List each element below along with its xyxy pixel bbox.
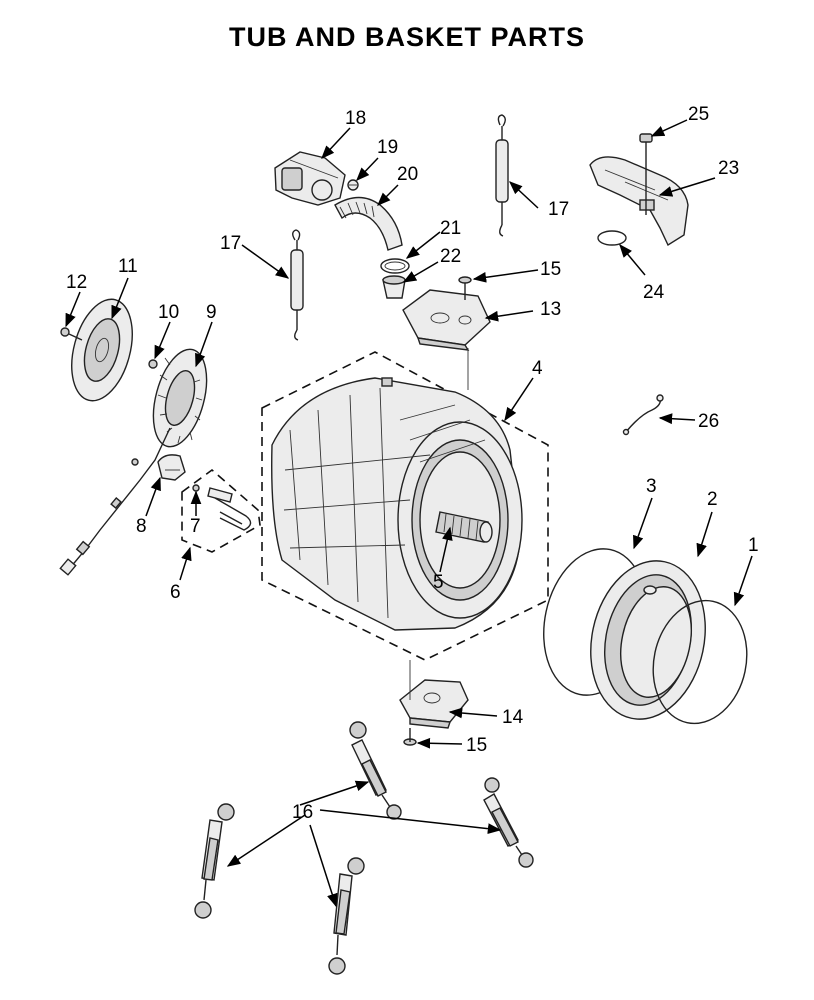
part-22-filter[interactable] (382, 275, 406, 299)
callout-8: 8 (136, 516, 147, 537)
part-7-connector[interactable] (192, 484, 233, 503)
callout-11: 11 (118, 256, 138, 277)
callout-2: 2 (707, 489, 718, 510)
part-6-heater[interactable] (214, 497, 252, 531)
callout-5: 5 (433, 572, 444, 593)
callout-17-right: 17 (548, 199, 569, 220)
part-24-ring[interactable] (597, 230, 627, 246)
part-15-bolt-lower[interactable] (403, 728, 417, 746)
part-4-tub[interactable] (271, 377, 523, 631)
callout-18: 18 (345, 108, 366, 129)
part-26-wire[interactable] (622, 394, 664, 436)
callout-4: 4 (532, 358, 543, 379)
callout-19: 19 (377, 137, 398, 158)
callout-10: 10 (158, 302, 179, 323)
callout-25: 25 (688, 104, 709, 125)
part-13-bracket[interactable] (402, 289, 491, 390)
part-21-clamp[interactable] (380, 258, 410, 274)
part-18-drain-pump[interactable] (274, 151, 346, 206)
callout-17-left: 17 (220, 233, 241, 254)
part-11-rotor[interactable] (61, 293, 142, 408)
callout-16: 16 (292, 802, 313, 823)
callout-3: 3 (646, 476, 657, 497)
part-17-spring-right[interactable] (495, 114, 509, 237)
part-17-spring-left[interactable] (290, 229, 304, 341)
part-19-screw[interactable] (347, 179, 359, 191)
part-8-sensor[interactable] (157, 454, 186, 481)
callout-26: 26 (698, 411, 719, 432)
callout-1: 1 (748, 535, 759, 556)
page-title: TUB AND BASKET PARTS (229, 22, 585, 52)
callout-15-lower: 15 (466, 735, 487, 756)
callout-21: 21 (440, 218, 461, 239)
callout-9: 9 (206, 302, 217, 323)
part-4-group-box (261, 351, 549, 661)
part-15-bolt-upper[interactable] (458, 276, 472, 300)
callout-22: 22 (440, 246, 461, 267)
callout-7: 7 (190, 516, 201, 537)
callout-20: 20 (397, 164, 418, 185)
callout-15-upper: 15 (540, 259, 561, 280)
part-9-stator[interactable] (144, 343, 216, 452)
part-16-damper-c[interactable] (194, 803, 235, 919)
callout-6: 6 (170, 582, 181, 603)
callout-23: 23 (718, 158, 739, 179)
callout-12: 12 (66, 272, 87, 293)
callout-24: 24 (643, 282, 665, 303)
part-20-hose[interactable] (334, 196, 403, 251)
part-25-bolt[interactable] (639, 133, 653, 215)
callout-13: 13 (540, 299, 561, 320)
part-1-seal[interactable] (642, 592, 758, 732)
part-10-bolt[interactable] (148, 359, 158, 369)
callout-14: 14 (502, 707, 524, 728)
part-6-group-box (181, 468, 261, 553)
part-16-damper-b[interactable] (483, 777, 534, 868)
part-2-front-ring[interactable] (577, 550, 720, 730)
part-16-damper-d[interactable] (328, 857, 365, 975)
part-12-bolt[interactable] (60, 327, 83, 341)
wire-harness[interactable] (59, 427, 171, 576)
part-16-damper-a[interactable] (349, 721, 402, 820)
leader-lines (65, 119, 753, 908)
